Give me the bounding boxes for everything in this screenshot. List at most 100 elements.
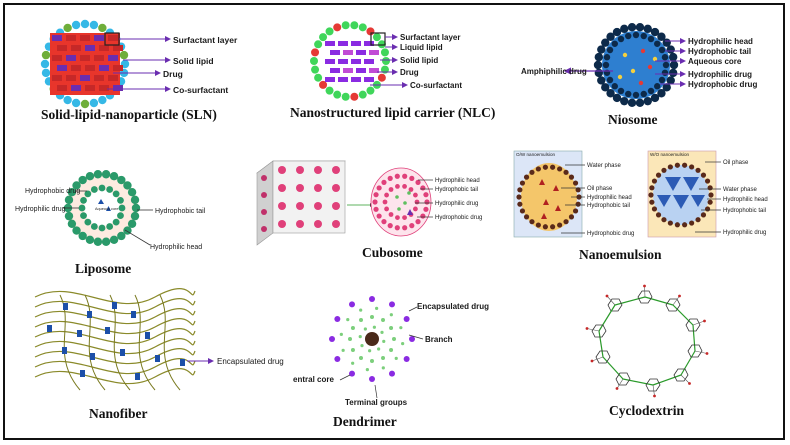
liposome-inner-head (112, 190, 120, 198)
niosome-head (601, 83, 610, 92)
nlc-lipid-brick (364, 59, 374, 64)
liposome-outer-head (64, 211, 74, 221)
sln-drug-brick (80, 35, 90, 41)
liposome-outer-head (93, 237, 103, 246)
liposome-inner-head (117, 212, 124, 220)
niosome-inner-head (611, 83, 618, 90)
dendrimer-branch-node (381, 356, 385, 361)
cubosome-outer-head (415, 219, 421, 225)
wo-head (700, 172, 707, 178)
nlc-surfactant-head (325, 86, 334, 95)
cubosome-outer-head (373, 206, 379, 212)
ow-head (575, 201, 581, 207)
wo-head (648, 192, 654, 198)
fiber-drug (87, 311, 92, 318)
cubosome-outer-head (373, 192, 379, 198)
dendrimer-encapsulated-drug (365, 368, 369, 372)
cubosome-outer-head (424, 199, 430, 205)
niosome-head (635, 23, 645, 32)
cyclodextrin-side-bond (606, 295, 616, 306)
wo-label-1: Water phase (723, 187, 757, 193)
wo-head (682, 222, 688, 228)
sln-drug-brick (71, 65, 81, 71)
dendrimer-branch-node (370, 315, 374, 319)
liposome-outer-head (117, 231, 126, 241)
wo-head (695, 217, 701, 223)
cyclodextrin-ring-unit (595, 350, 611, 364)
dendrimer-terminal-group (409, 336, 415, 342)
cyclodextrin-side-bond (591, 356, 604, 362)
cyclodextrin-ring-unit (637, 290, 653, 304)
fiber-drug (80, 370, 85, 377)
niosome-drug (652, 56, 658, 62)
niosome-head (650, 27, 660, 37)
niosome-head (643, 24, 652, 34)
niosome-head (666, 76, 675, 85)
cubosome-outer-head (415, 179, 421, 185)
sln-drug-brick (52, 75, 62, 81)
dendrimer-branch-node (370, 359, 374, 363)
liposome-inner-head (98, 184, 106, 192)
cubosome-cube-front (272, 160, 346, 234)
dendrimer-inner-node (377, 347, 381, 351)
fiber-strand (34, 288, 196, 305)
liposome-outer-head (101, 237, 111, 246)
cyclodextrin-oxygen (705, 352, 709, 355)
dendrimer-encapsulated-drug (339, 332, 343, 336)
sln-drug-brick (57, 65, 67, 71)
ow-head (542, 224, 548, 230)
dendrimer-inner-node (382, 339, 386, 343)
wo-head (655, 212, 662, 218)
sln-drug-brick (108, 75, 118, 81)
liposome-outer-head (130, 195, 140, 205)
nlc-lipid-brick (343, 68, 353, 73)
dendrimer-encapsulated-drug (399, 326, 403, 330)
sln-surfactant-head (40, 59, 50, 69)
cube-dot (278, 220, 286, 228)
ow-label-0: Water phase (587, 163, 621, 169)
nanofiber-drugs (47, 302, 185, 380)
niosome-head (643, 96, 652, 106)
cyclodextrin-side-bond (652, 384, 655, 397)
cubosome-particle (370, 167, 432, 237)
sln-solid-lipid-core (50, 33, 120, 95)
cubosome-drug (395, 195, 399, 199)
dendrimer-encapsulated-drug (381, 366, 385, 370)
wo-head (674, 222, 680, 228)
cyclodextrin-oxygen (585, 327, 589, 330)
liposome-inner-head (106, 223, 114, 230)
liposome-outer-head (109, 235, 119, 244)
cubosome-label-3: Hydrophobic drug (435, 215, 482, 221)
nanofiber-strands (34, 288, 196, 391)
cubosome-outer-head (387, 223, 393, 229)
liposome-label-0: Hydrophobic drug (25, 188, 80, 195)
niosome-inner-head (606, 76, 614, 84)
nlc-lipid-brick (325, 59, 335, 64)
ow-head (519, 180, 526, 186)
cyclodextrin-bond (680, 350, 696, 376)
niosome-inner-head (617, 35, 625, 43)
liposome-outer-head (127, 187, 137, 197)
nlc-surfactant-head (341, 92, 350, 101)
fiber-drug (47, 325, 52, 332)
cube-dot (296, 166, 304, 174)
ow-surfactant-ring (516, 164, 582, 230)
dendrimer-branch-node (359, 317, 363, 322)
cubosome-drug (397, 207, 401, 211)
sln-drug-brick (66, 55, 76, 61)
cubosome-outer-head (409, 175, 415, 181)
cube-dot (314, 202, 322, 210)
nlc-surfactant-head (311, 65, 320, 74)
sln-drug-brick (52, 55, 62, 61)
liposome-outer-head (72, 181, 81, 190)
fiber-drug (112, 302, 117, 309)
niosome-inner-head (602, 61, 610, 69)
ow-head (535, 166, 541, 172)
nanofiber-title: Nanofiber (89, 406, 148, 421)
dendrimer-terminal-group (334, 356, 341, 362)
dendrimer-branch-node (359, 356, 363, 361)
cyclodextrin-oxygen (590, 359, 594, 363)
liposome-outer-head (67, 187, 77, 197)
sln-drug-brick (66, 35, 76, 41)
cubosome-outer-head (381, 219, 387, 225)
